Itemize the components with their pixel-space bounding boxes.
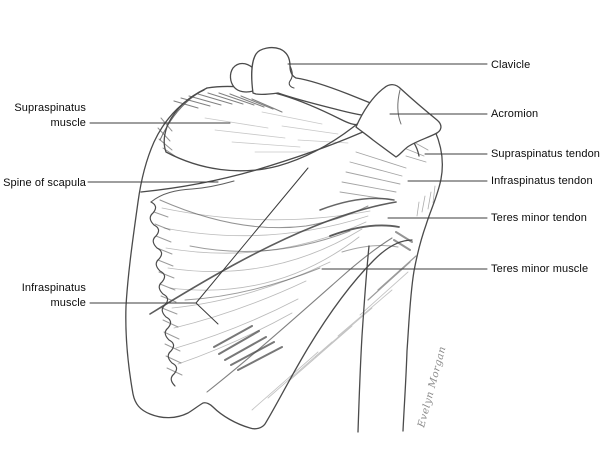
humerus-drawing [357,130,443,433]
label-spine-of-scapula: Spine of scapula [3,177,86,189]
label-acromion: Acromion [491,108,539,120]
label-teres-minor-muscle: Teres minor muscle [491,263,589,275]
label-teres-minor-tendon: Teres minor tendon [491,212,587,224]
acromion-drawing [355,84,442,158]
infraspinatus-muscle-drawing [149,139,429,387]
label-supraspinatus-muscle: Supraspinatus muscle [14,102,86,129]
label-infraspinatus-muscle: Infraspinatus muscle [21,282,86,309]
label-supraspinatus-tendon: Supraspinatus tendon [491,148,600,160]
label-clavicle: Clavicle [491,59,531,71]
teres-minor-drawing [206,224,417,411]
artist-signature: Evelyn Morgan [416,345,449,430]
leader-lines [87,63,488,325]
label-infraspinatus-tendon: Infraspinatus tendon [491,175,593,187]
clavicle-drawing [229,47,379,118]
leader-infraspinatus-muscle [89,167,309,325]
supraspinatus-muscle-drawing [157,85,363,172]
